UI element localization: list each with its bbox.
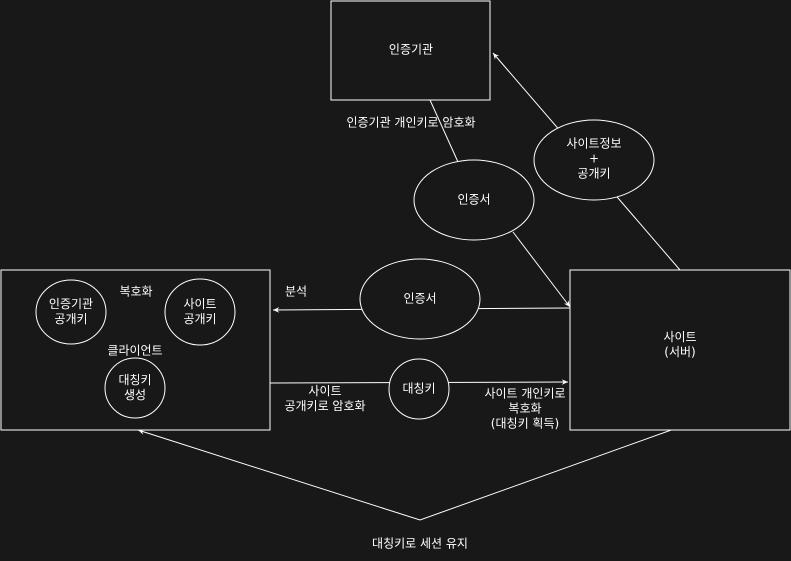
site-pubkey-ellipse (164, 278, 236, 346)
cert-mid-label: 인증서 (403, 291, 437, 306)
ca-encrypt-label: 인증기관 개인키로 암호화 (346, 115, 476, 130)
site-info-line-3: 공개키 (577, 166, 611, 181)
analyze-label: 분석 (284, 284, 308, 299)
site-info-label: 사이트정보 + 공개키 (566, 137, 621, 182)
ca-label: 인증기관 (388, 42, 434, 57)
site-box (569, 269, 791, 431)
ca-pubkey-line-2: 공개키 (54, 312, 88, 326)
site-priv-decrypt-label: 사이트 개인키로 복호화 (대칭키 획득) (484, 387, 565, 432)
site-info-line-1: 사이트정보 (566, 136, 622, 151)
site-info-ellipse (533, 119, 655, 201)
symkey-gen-line-2: 생성 (123, 388, 147, 402)
site-pubkey-line-1: 사이트 (183, 297, 217, 311)
edge-cert-to-ca (429, 99, 459, 163)
cert-top-ellipse (413, 159, 535, 241)
ca-pubkey-ellipse (35, 279, 107, 345)
symkey-label: 대칭키 (402, 381, 436, 396)
ca-pubkey-label: 인증기관 공개키 (49, 297, 93, 327)
edge-cert-to-site (512, 231, 571, 308)
symkey-gen-ellipse (104, 357, 166, 419)
decrypt-label: 복호화 (119, 284, 153, 299)
site-pub-encrypt-label: 사이트 공개키로 암호화 (284, 384, 365, 414)
cert-mid-ellipse (359, 258, 481, 340)
cert-top-label: 인증서 (457, 192, 491, 207)
site-label: 사이트 (서버) (663, 330, 696, 360)
symkey-gen-label: 대칭키 생성 (118, 373, 151, 403)
session-label: 대칭키로 세션 유지 (372, 536, 468, 551)
site-priv-decrypt-line-2: 복호화 (508, 401, 542, 416)
edge-session (137, 423, 689, 521)
site-priv-decrypt-line-3: (대칭키 획득) (490, 416, 560, 431)
site-pub-encrypt-line-1: 사이트 (308, 384, 342, 398)
client-label: 클라이언트 (107, 343, 163, 358)
site-pub-encrypt-line-2: 공개키로 암호화 (284, 399, 366, 413)
ca-box (330, 0, 491, 101)
ca-pubkey-line-1: 인증기관 (48, 297, 94, 311)
site-line-2: (서버) (664, 345, 696, 359)
site-priv-decrypt-line-1: 사이트 개인키로 (484, 386, 566, 401)
site-pubkey-label: 사이트 공개키 (183, 297, 216, 327)
symkey-ellipse (388, 358, 450, 420)
symkey-gen-line-1: 대칭키 (118, 373, 152, 387)
site-line-1: 사이트 (663, 330, 697, 344)
site-pubkey-line-2: 공개키 (183, 312, 217, 326)
site-info-line-2: + (588, 151, 600, 166)
